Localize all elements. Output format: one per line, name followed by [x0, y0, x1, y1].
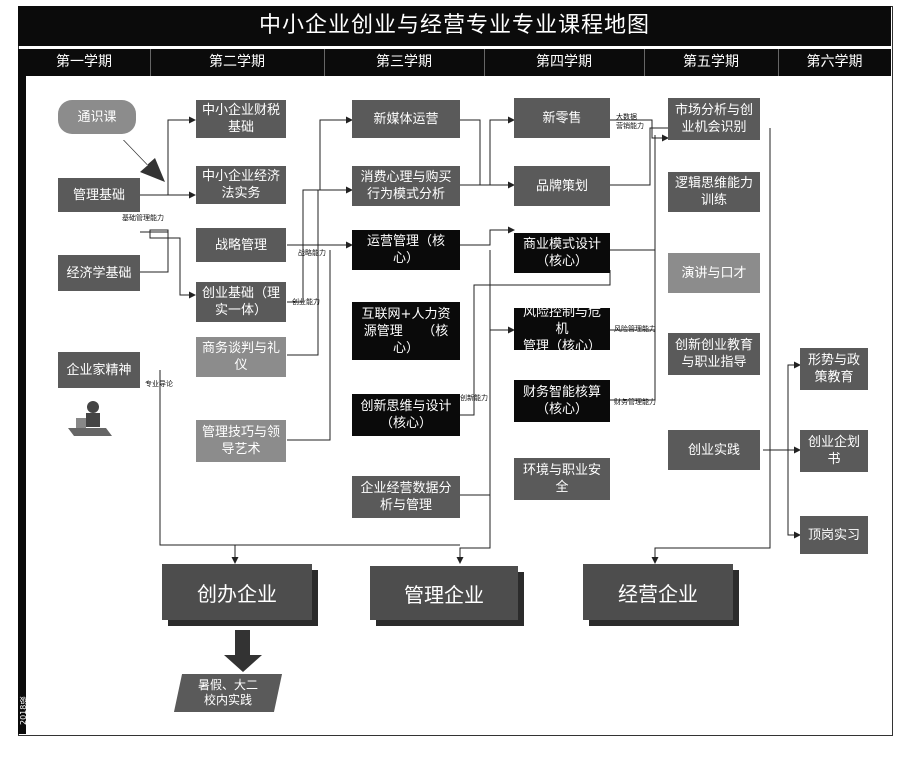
- label-startup: 创业能力: [292, 298, 320, 306]
- block-operate: 经营企业: [583, 564, 733, 620]
- edge-startup-media: [287, 116, 353, 303]
- edge-media-brand: [460, 119, 515, 189]
- course-data: 企业经营数据分 析与管理: [352, 476, 460, 518]
- edge-entrepreneur-create: [159, 370, 239, 564]
- course-consumer: 消费心理与购买 行为模式分析: [352, 166, 460, 206]
- course-law: 中小企业经济 法实务: [196, 166, 286, 204]
- course-economics: 经济学基础: [58, 255, 140, 291]
- course-new-media: 新媒体运营: [352, 100, 460, 138]
- course-startup-basics: 创业基础（理 实一体）: [196, 282, 286, 322]
- term-2-header: 第二学期: [150, 49, 325, 76]
- term-6-header: 第六学期: [806, 54, 863, 70]
- edge-to-manage: [456, 250, 491, 564]
- edge-practice-internship: [763, 449, 801, 539]
- edge-negotiation-consumer: [287, 186, 353, 356]
- course-negotiation: 商务谈判与礼 仪: [196, 337, 286, 377]
- course-practice: 创业实践: [668, 430, 760, 470]
- edge-innovation-model: [460, 270, 611, 416]
- label-bigdata: 大数据 营销能力: [616, 113, 644, 130]
- big-arrow-down: [224, 630, 262, 672]
- course-entrepreneur: 企业家精神: [58, 352, 140, 388]
- label-risk: 风险管理能力: [614, 325, 656, 333]
- practice-note: 暑假、大二 校内实践: [197, 678, 258, 707]
- edge-brand-market: [610, 127, 668, 186]
- label-innovation: 创新能力: [460, 394, 488, 402]
- label-strategy: 战略能力: [298, 249, 326, 257]
- course-brand: 品牌策划: [514, 166, 610, 206]
- course-market: 市场分析与创 业机会识别: [668, 98, 760, 140]
- course-operations: 运营管理（核 心）: [352, 230, 460, 270]
- edge-finance-market: [610, 135, 656, 401]
- edge-data-risk: [460, 326, 515, 496]
- course-strategy: 战略管理: [196, 228, 286, 262]
- course-speech: 演讲与口才: [668, 253, 760, 293]
- edge-model-market: [610, 135, 656, 251]
- edge-econ-startup: [140, 229, 196, 299]
- block-create: 创办企业: [162, 564, 312, 620]
- term-5-header: 第五学期: [644, 49, 779, 76]
- person-at-desk-icon: [66, 398, 112, 444]
- edge-mgmt-tax: [140, 116, 196, 196]
- term-3-header: 第三学期: [324, 49, 485, 76]
- left-bar: [18, 76, 26, 734]
- label-finance: 财务管理能力: [614, 398, 656, 406]
- edge-leadership-up: [287, 250, 331, 441]
- term-1-header: 第一学期: [18, 49, 151, 76]
- edge-ops-model: [460, 226, 515, 246]
- label-basic-mgmt: 基础管理能力: [122, 214, 164, 222]
- course-general: 通识课: [58, 100, 136, 134]
- course-safety: 环境与职业安全: [514, 458, 610, 500]
- edge-consumer-retail: [460, 116, 515, 186]
- page-title: 中小企业创业与经营专业专业课程地图: [18, 6, 891, 46]
- label-career-guide: 专业导论: [145, 380, 173, 388]
- course-internship: 顶岗实习: [800, 516, 868, 554]
- course-leadership: 管理技巧与领 导艺术: [196, 420, 286, 462]
- course-policy: 形势与政 策教育: [800, 348, 868, 390]
- course-new-retail: 新零售: [514, 98, 610, 138]
- course-logic: 逻辑思维能力 训练: [668, 172, 760, 212]
- term-4-header: 第四学期: [484, 49, 645, 76]
- course-plan: 创业企划 书: [800, 430, 868, 472]
- course-hr: 互联网+人力资 源管理 （核 心）: [352, 302, 460, 360]
- block-manage: 管理企业: [370, 566, 518, 620]
- edge-retail-market: [610, 119, 669, 142]
- term-header-bar: [18, 49, 891, 76]
- practice-note-shape: 暑假、大二 校内实践: [173, 674, 283, 712]
- course-career: 创新创业教育 与职业指导: [668, 333, 760, 375]
- course-risk: 风险控制与危机 管理（核心）: [514, 305, 610, 354]
- course-business-model: 商业模式设计 （核心）: [514, 233, 610, 273]
- course-mgmt-basics: 管理基础: [58, 178, 140, 212]
- course-tax: 中小企业财税 基础: [196, 100, 286, 138]
- course-finance: 财务智能核算 （核心）: [514, 380, 610, 422]
- edge-to-operate: [651, 128, 771, 564]
- edge-practice-policy: [763, 361, 801, 451]
- big-arrow-general: [123, 140, 165, 182]
- course-innovation: 创新思维与设计 （核心）: [352, 394, 460, 436]
